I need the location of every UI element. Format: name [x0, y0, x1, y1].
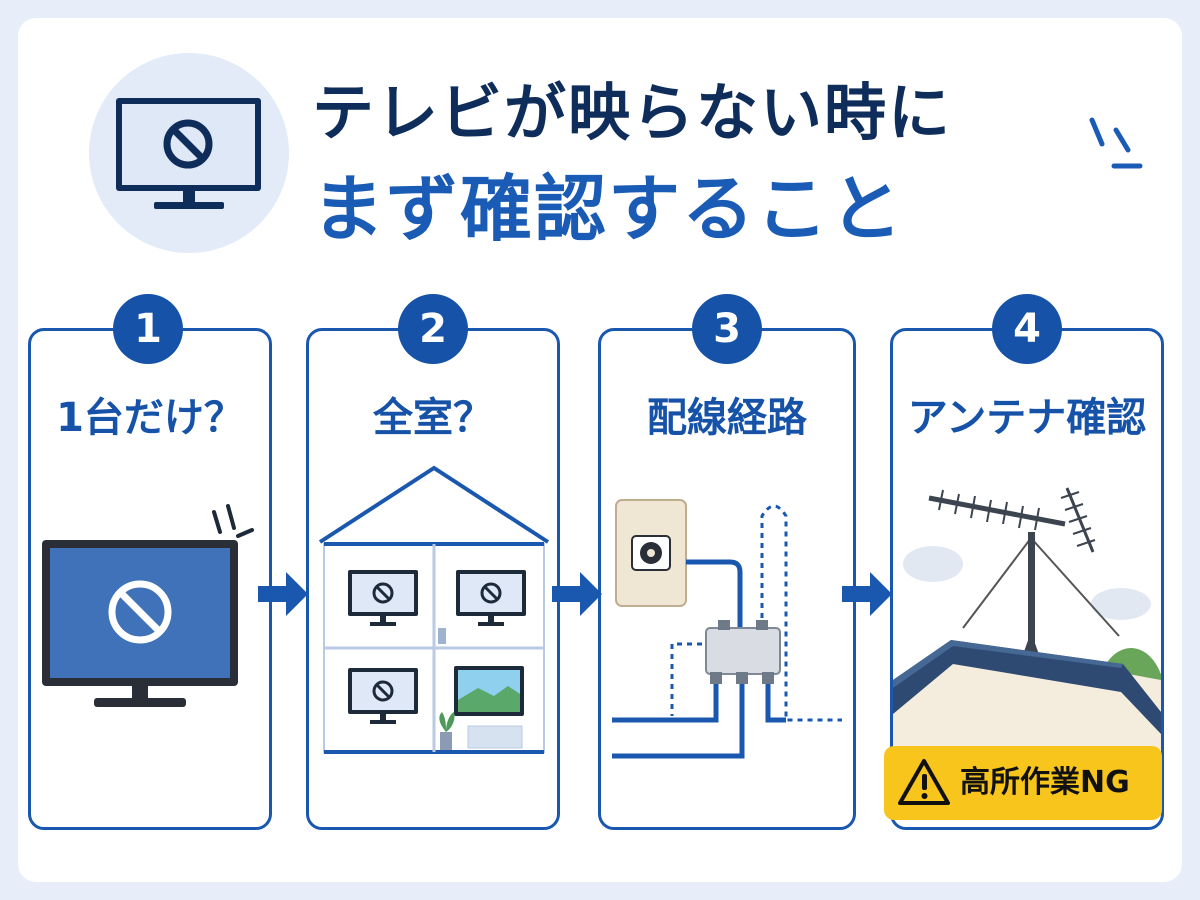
warning-text: 高所作業NG	[960, 765, 1130, 800]
arrow-right-icon	[842, 572, 892, 616]
wiring-path-icon	[612, 499, 842, 759]
step-number-2: 2	[398, 294, 468, 364]
warning-badge: 高所作業NG	[884, 746, 1162, 820]
step-label-1: 1台だけ？	[56, 395, 244, 441]
title-line-1: テレビが映らない時に	[312, 76, 953, 149]
house-rooms-icon	[318, 465, 550, 754]
title-line-2: まず確認すること	[312, 167, 905, 251]
step-number-4: 4	[992, 294, 1062, 364]
step-label-2: 全室？	[373, 395, 493, 441]
room-tv-icon	[348, 570, 418, 626]
no-signal-monitor-icon	[89, 53, 289, 253]
working-tv-icon	[454, 666, 524, 749]
single-tv-icon	[42, 504, 254, 707]
step-number-3: 3	[692, 294, 762, 364]
step-label-4: アンテナ確認	[907, 395, 1147, 441]
arrow-right-icon	[258, 572, 308, 616]
room-tv-icon	[456, 570, 526, 626]
arrow-right-icon	[552, 572, 602, 616]
warning-triangle-icon	[898, 759, 950, 805]
step-label-3: 配線経路	[647, 395, 807, 441]
step-number-1: 1	[113, 294, 183, 364]
antenna-roof-icon	[893, 487, 1161, 750]
plant-icon	[439, 712, 455, 750]
room-tv-icon	[348, 668, 418, 724]
emphasis-lines-icon	[1089, 117, 1143, 169]
